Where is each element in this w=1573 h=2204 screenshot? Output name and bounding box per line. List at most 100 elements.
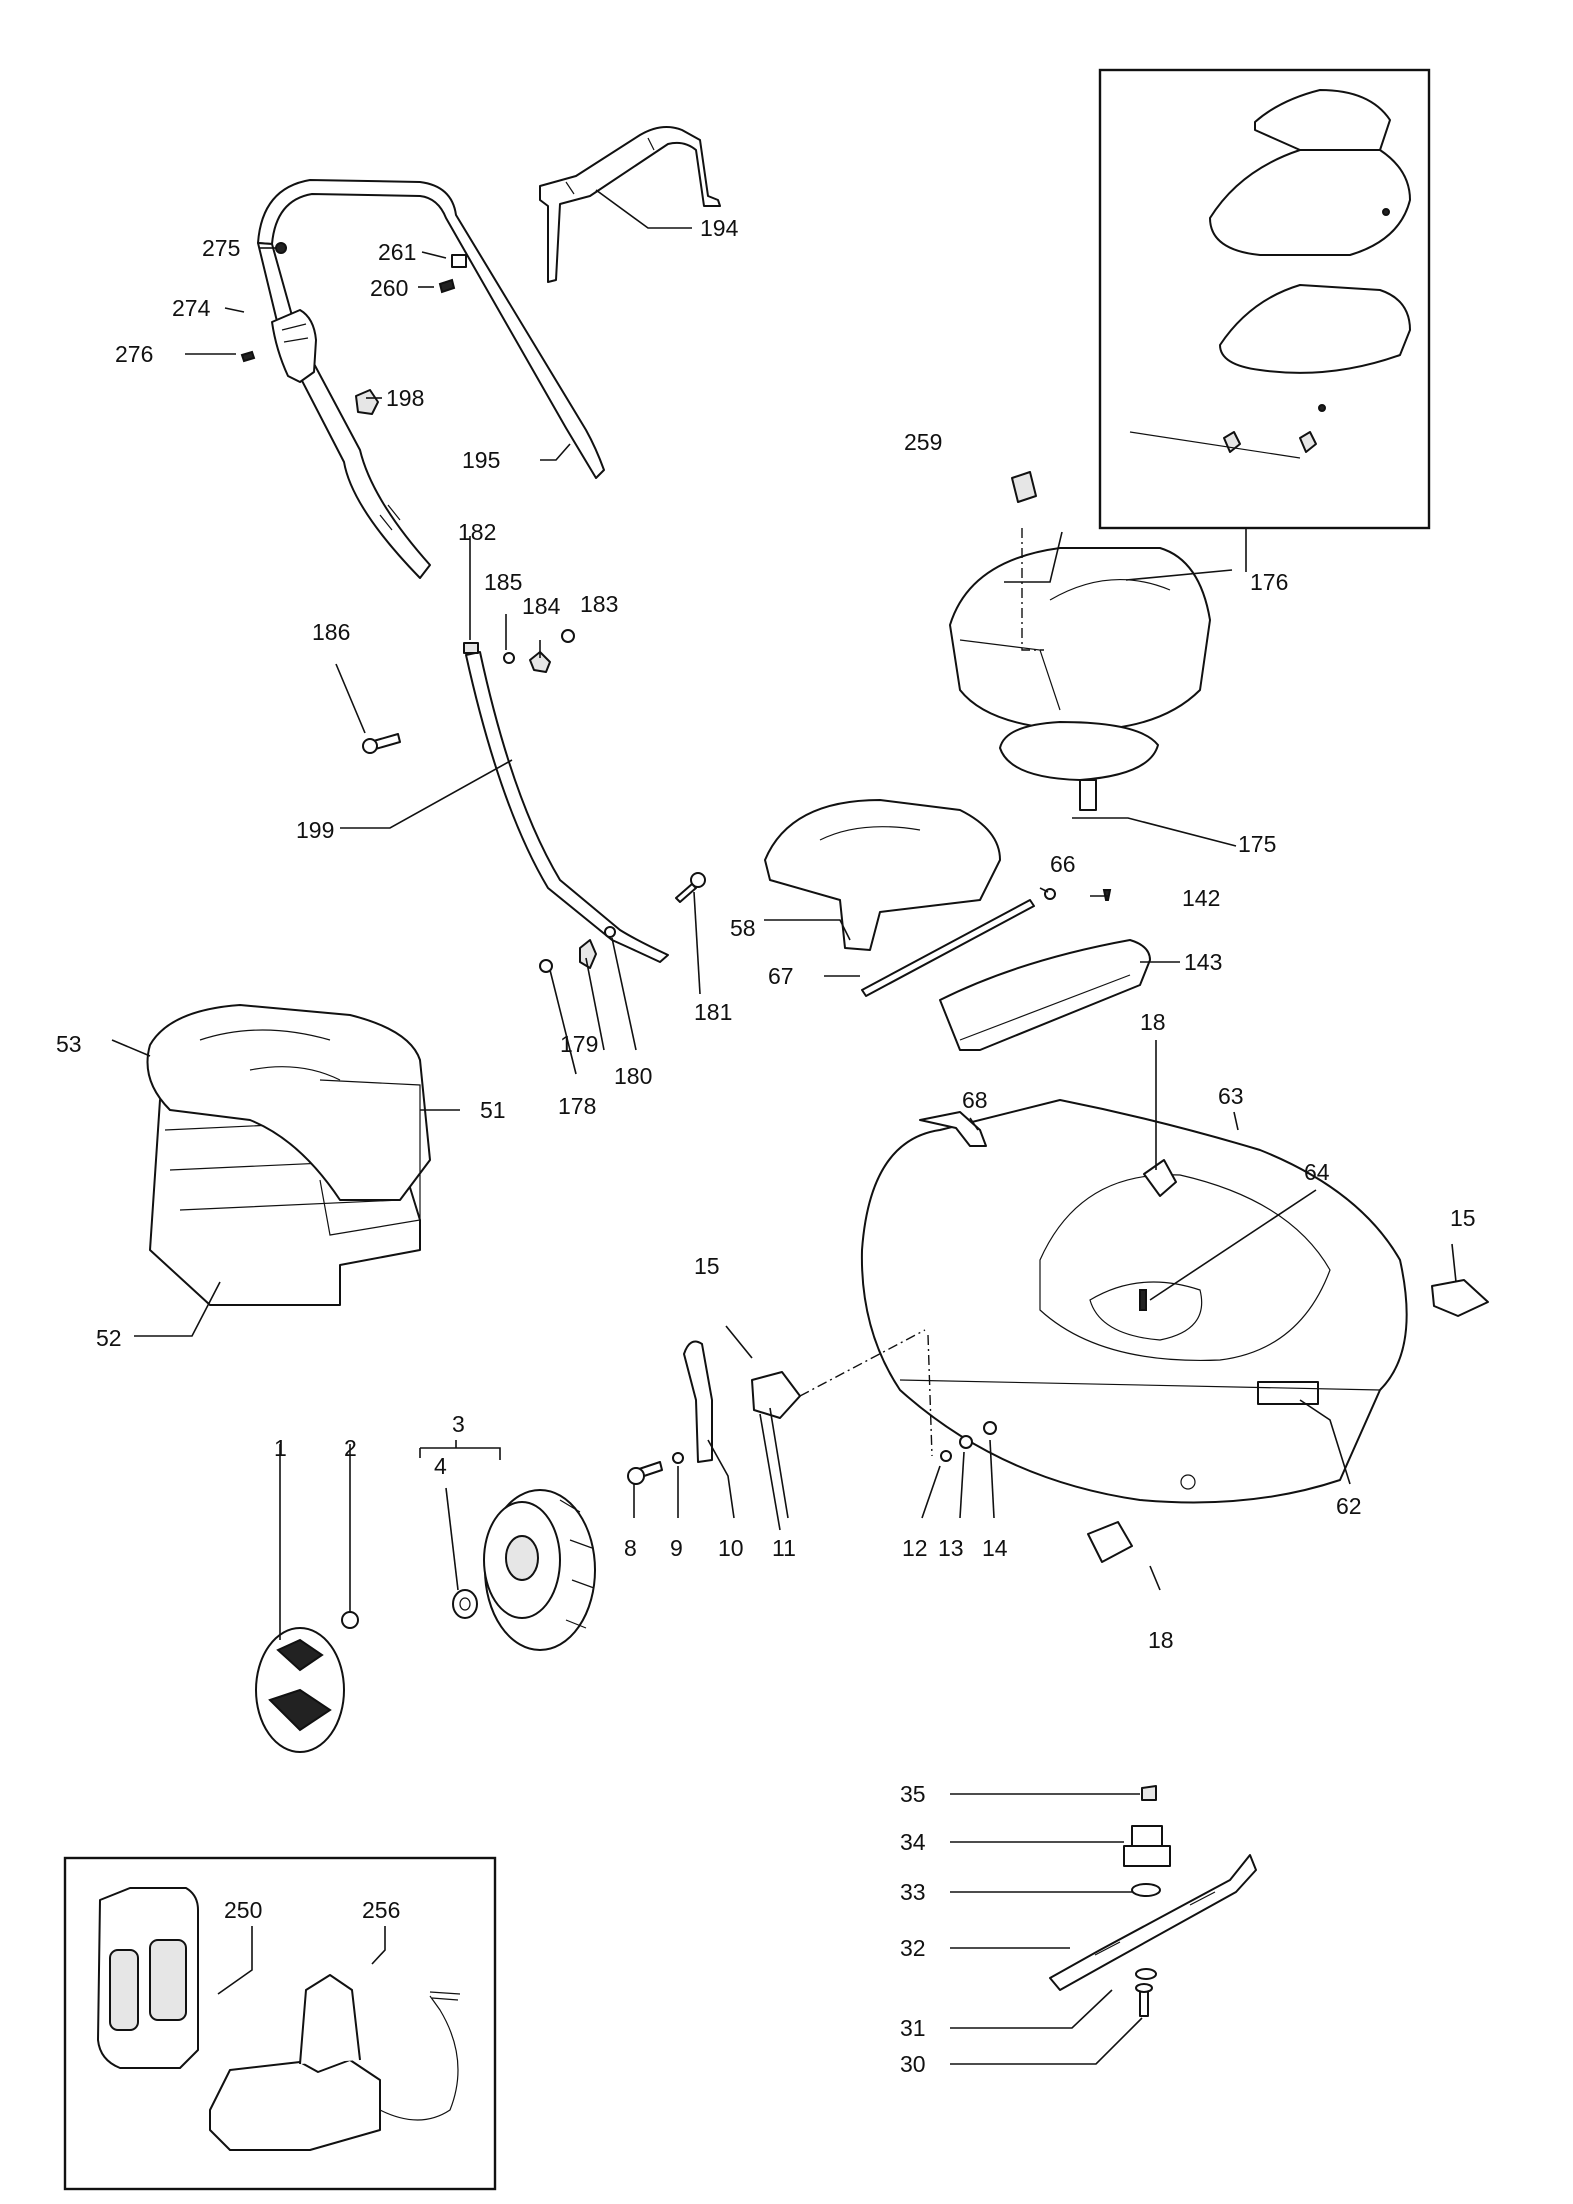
screw-276 xyxy=(240,350,256,363)
hubcap-1 xyxy=(255,1627,345,1753)
rear-flap-rod-67 xyxy=(861,899,1035,997)
callout-13: 13 xyxy=(938,1535,964,1561)
callout-178: 178 xyxy=(558,1093,596,1119)
lever-10 xyxy=(683,1340,713,1463)
blade-adapter-34 xyxy=(1123,1825,1171,1867)
blade-bolt-30 xyxy=(1135,1983,1153,2017)
switch-key-259 xyxy=(1011,471,1037,503)
callout-259: 259 xyxy=(904,429,942,455)
callout-51: 51 xyxy=(480,1097,506,1123)
callout-176: 176 xyxy=(1250,569,1288,595)
bolt-186 xyxy=(362,733,401,754)
callout-64: 64 xyxy=(1304,1159,1330,1185)
callout-1: 1 xyxy=(274,1435,287,1461)
top-handle-bar-194 xyxy=(539,125,721,283)
callout-256: 256 xyxy=(362,1897,400,1923)
callout-261: 261 xyxy=(378,239,416,265)
washer-33 xyxy=(1131,1883,1161,1897)
callout-186: 186 xyxy=(312,619,350,645)
battery-250 xyxy=(97,1887,199,2069)
callout-195: 195 xyxy=(462,447,500,473)
callout-53: 53 xyxy=(56,1031,82,1057)
callout-12: 12 xyxy=(902,1535,928,1561)
callout-67: 67 xyxy=(768,963,794,989)
bracket-15-right xyxy=(1431,1279,1489,1317)
callout-183: 183 xyxy=(580,591,618,617)
callout-11: 11 xyxy=(772,1535,796,1561)
height-adjuster-15 xyxy=(751,1371,801,1419)
callout-15-right: 15 xyxy=(1450,1205,1476,1231)
screw-275 xyxy=(275,242,287,254)
wheel-3 xyxy=(483,1489,596,1651)
callout-4: 4 xyxy=(434,1453,447,1479)
callout-32: 32 xyxy=(900,1935,926,1961)
rear-flap-58 xyxy=(764,799,1001,951)
callout-33: 33 xyxy=(900,1879,926,1905)
upper-handle-195 xyxy=(257,179,605,579)
bracket-18-upper xyxy=(1143,1159,1177,1197)
motor-cover-clips xyxy=(1129,431,1317,459)
charger-256 xyxy=(209,1974,461,2151)
mulch-plug-143 xyxy=(939,939,1151,1051)
lock-off-button-198 xyxy=(355,389,379,415)
switch-box-274 xyxy=(271,309,317,383)
callout-14: 14 xyxy=(982,1535,1008,1561)
callout-34: 34 xyxy=(900,1829,926,1855)
wing-knob-179 xyxy=(579,939,597,969)
nut-14 xyxy=(983,1421,997,1435)
assembly-line-a xyxy=(1021,528,1044,651)
screw-260 xyxy=(438,278,456,294)
blade-32 xyxy=(1049,1854,1257,1991)
grass-box-lid-53 xyxy=(146,1004,431,1201)
callout-185: 185 xyxy=(484,569,522,595)
callout-199: 199 xyxy=(296,817,334,843)
callout-194: 194 xyxy=(700,215,739,241)
deck-bolt-64 xyxy=(1139,1289,1147,1311)
callout-274: 274 xyxy=(172,295,211,321)
assembly-line-c xyxy=(927,1334,933,1457)
callout-66: 66 xyxy=(1050,851,1076,877)
callout-10: 10 xyxy=(718,1535,744,1561)
washer-13 xyxy=(959,1435,973,1449)
callout-180: 180 xyxy=(614,1063,652,1089)
screw-142 xyxy=(1102,889,1112,901)
washer-185 xyxy=(503,652,515,664)
callout-68: 68 xyxy=(962,1087,988,1113)
callout-35: 35 xyxy=(900,1781,926,1807)
callout-52: 52 xyxy=(96,1325,122,1351)
callout-63: 63 xyxy=(1218,1083,1244,1109)
callout-182: 182 xyxy=(458,519,496,545)
callout-2: 2 xyxy=(344,1435,357,1461)
callout-276: 276 xyxy=(115,341,153,367)
callout-18-upper: 18 xyxy=(1140,1009,1166,1035)
motor-cover-inset-frame xyxy=(1098,68,1431,530)
battery-charger-inset-frame xyxy=(63,1856,497,2191)
key-35 xyxy=(1141,1785,1157,1801)
callout-143: 143 xyxy=(1184,949,1222,975)
grass-box-frame-51 xyxy=(319,1079,421,1236)
bearing-4 xyxy=(452,1589,478,1619)
assembly-line-b xyxy=(799,1329,926,1397)
callout-175: 175 xyxy=(1238,831,1276,857)
callout-184: 184 xyxy=(522,593,561,619)
leader-lines xyxy=(111,189,1457,2065)
callout-250: 250 xyxy=(224,1897,262,1923)
lower-handle-199 xyxy=(465,651,669,963)
clip-261 xyxy=(451,254,467,268)
callout-181: 181 xyxy=(694,999,732,1025)
knob-182 xyxy=(463,642,479,654)
callout-8: 8 xyxy=(624,1535,637,1561)
bolt-181 xyxy=(675,872,706,903)
callout-58: 58 xyxy=(730,915,756,941)
callout-15: 15 xyxy=(694,1253,720,1279)
callout-3: 3 xyxy=(452,1411,465,1437)
nut-183 xyxy=(561,629,575,643)
callout-142: 142 xyxy=(1182,885,1220,911)
bracket-18-lower xyxy=(1087,1521,1133,1563)
motor-cover-top-176 xyxy=(1209,89,1411,412)
bolt-8 xyxy=(627,1461,663,1485)
callout-62: 62 xyxy=(1336,1493,1362,1519)
callout-30: 30 xyxy=(900,2051,926,2077)
washer-180 xyxy=(604,926,616,938)
callout-labels: 275 261 274 260 276 198 195 194 182 185 … xyxy=(56,215,1476,2077)
